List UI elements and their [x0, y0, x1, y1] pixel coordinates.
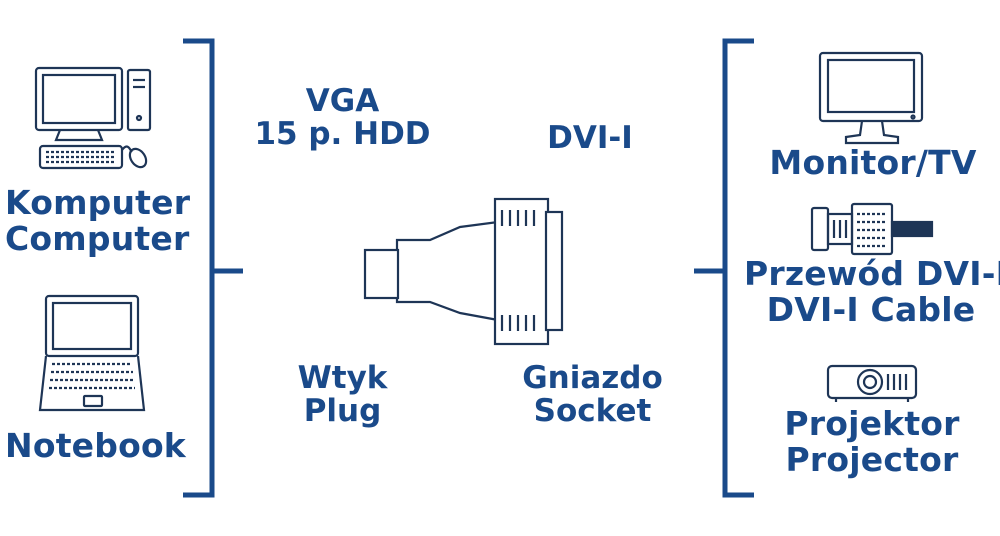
notebook-label: Notebook: [5, 426, 186, 465]
vga-pins-label: 15 p. HDD: [254, 116, 431, 153]
plug-label-en: Plug: [303, 393, 382, 430]
laptop-icon: [38, 294, 146, 412]
vga-label: VGA: [305, 83, 380, 119]
projector-label: Projektor Projector: [772, 406, 972, 477]
computer-label-en: Computer: [5, 218, 190, 258]
right-bracket: [694, 38, 754, 498]
monitor-label: Monitor/TV: [762, 145, 984, 181]
socket-label-en: Socket: [533, 393, 652, 430]
socket-label-pl: Gniazdo: [522, 360, 663, 396]
dvi-label: DVI-I: [547, 120, 633, 156]
projector-label-pl: Projektor: [784, 404, 960, 443]
projector-icon: [826, 364, 918, 402]
computer-label-pl: Komputer: [5, 183, 191, 222]
vga-type-label: VGA 15 p. HDD: [245, 83, 440, 153]
dvi-cable-label-pl: Przewód DVI-I: [744, 254, 1000, 293]
adapter-icon: [363, 197, 564, 346]
plug-label: Wtyk Plug: [270, 360, 415, 430]
plug-label-pl: Wtyk: [297, 360, 388, 396]
projector-label-en: Projector: [785, 439, 959, 479]
monitor-label-text: Monitor/TV: [769, 143, 977, 182]
dvi-cable-label-en: DVI-I Cable: [766, 289, 976, 329]
dvi-cable-label: Przewód DVI-I DVI-I Cable: [744, 254, 1000, 329]
socket-label: Gniazdo Socket: [510, 360, 675, 430]
computer-label: Komputer Computer: [5, 183, 191, 258]
monitor-icon: [818, 51, 924, 145]
left-bracket: [183, 38, 243, 498]
dvi-type-label: DVI-I: [535, 120, 645, 156]
dvi-cable-icon: [810, 202, 934, 256]
notebook-label-text: Notebook: [5, 426, 186, 465]
desktop-computer-icon: [34, 66, 152, 170]
